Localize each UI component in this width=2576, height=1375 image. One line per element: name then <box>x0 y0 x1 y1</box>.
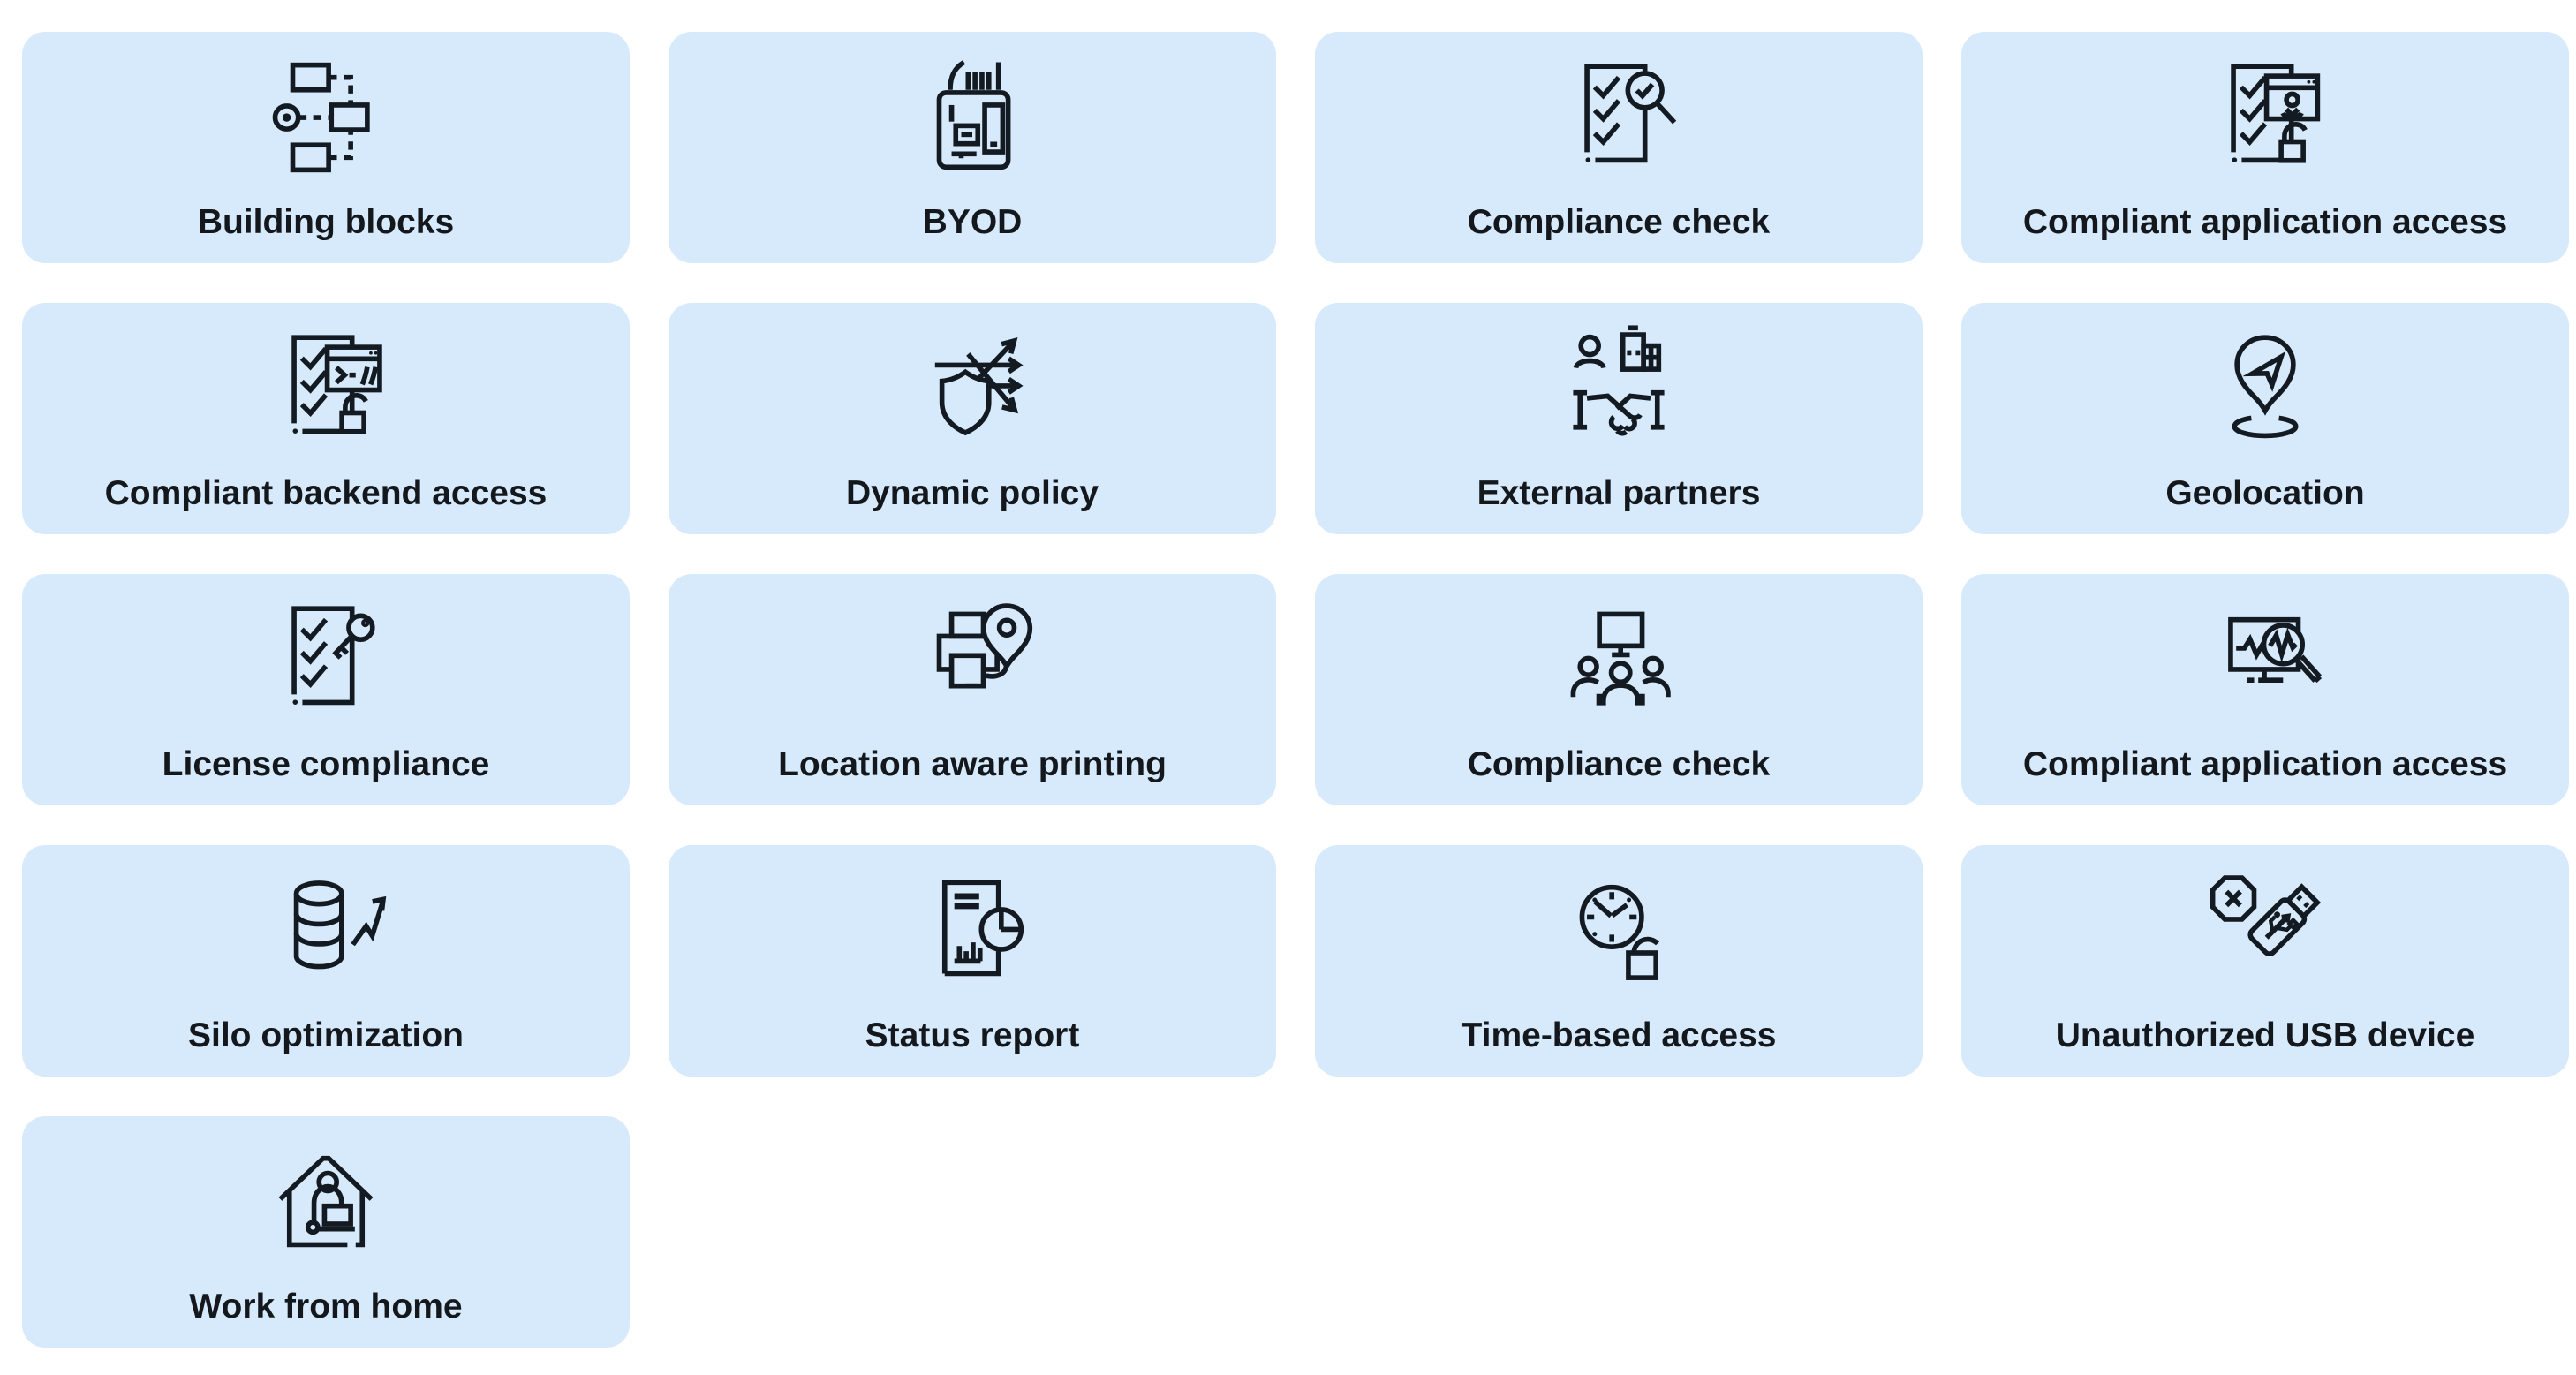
compliance-check-magnifier-icon <box>1552 32 1685 203</box>
license-compliance-icon <box>260 574 392 745</box>
card-compliant-backend-access[interactable]: Compliant backend access <box>22 303 630 534</box>
byod-icon <box>906 32 1039 203</box>
card-label: Compliance check <box>1467 745 1771 783</box>
card-external-partners[interactable]: External partners <box>1315 303 1923 534</box>
card-time-based-access[interactable]: Time-based access <box>1315 845 1923 1077</box>
building-blocks-icon <box>260 32 392 203</box>
card-byod[interactable]: BYOD <box>669 32 1276 263</box>
card-compliant-application-access-2[interactable]: Compliant application access <box>1961 574 2569 805</box>
card-license-compliance[interactable]: License compliance <box>22 574 630 805</box>
card-dynamic-policy[interactable]: Dynamic policy <box>669 303 1276 534</box>
card-label: Work from home <box>189 1288 463 1326</box>
card-label: Geolocation <box>2165 474 2365 512</box>
card-label: Silo optimization <box>188 1016 464 1054</box>
compliance-check-team-icon <box>1552 574 1685 745</box>
unauthorized-usb-device-icon <box>2199 845 2331 1016</box>
card-location-aware-printing[interactable]: Location aware printing <box>669 574 1276 805</box>
dynamic-policy-icon <box>906 303 1039 474</box>
card-building-blocks[interactable]: Building blocks <box>22 32 630 263</box>
card-label: Building blocks <box>197 203 455 241</box>
location-aware-printing-icon <box>906 574 1039 745</box>
card-label: Time-based access <box>1461 1016 1777 1054</box>
time-based-access-icon <box>1552 845 1685 1016</box>
card-silo-optimization[interactable]: Silo optimization <box>22 845 630 1077</box>
compliant-application-monitor-icon <box>2199 574 2331 745</box>
card-label: Compliant backend access <box>104 474 548 512</box>
status-report-icon <box>906 845 1039 1016</box>
card-compliance-check-1[interactable]: Compliance check <box>1315 32 1923 263</box>
card-compliance-check-2[interactable]: Compliance check <box>1315 574 1923 805</box>
card-label: Compliance check <box>1467 203 1771 241</box>
card-label: BYOD <box>922 203 1023 241</box>
compliant-backend-access-icon <box>260 303 392 474</box>
external-partners-icon <box>1552 303 1685 474</box>
card-label: Location aware printing <box>778 745 1167 783</box>
geolocation-icon <box>2199 303 2331 474</box>
card-label: Compliant application access <box>2022 745 2508 783</box>
card-geolocation[interactable]: Geolocation <box>1961 303 2569 534</box>
card-label: Dynamic policy <box>845 474 1099 512</box>
work-from-home-icon <box>260 1116 392 1288</box>
card-compliant-application-access-1[interactable]: Compliant application access <box>1961 32 2569 263</box>
card-label: Compliant application access <box>2022 203 2508 241</box>
card-status-report[interactable]: Status report <box>669 845 1276 1077</box>
compliant-application-access-icon <box>2199 32 2331 203</box>
card-label: License compliance <box>162 745 490 783</box>
card-label: Unauthorized USB device <box>2055 1016 2475 1054</box>
card-label: External partners <box>1477 474 1761 512</box>
silo-optimization-icon <box>260 845 392 1016</box>
card-label: Status report <box>865 1016 1080 1054</box>
card-work-from-home[interactable]: Work from home <box>22 1116 630 1348</box>
card-unauthorized-usb-device[interactable]: Unauthorized USB device <box>1961 845 2569 1077</box>
